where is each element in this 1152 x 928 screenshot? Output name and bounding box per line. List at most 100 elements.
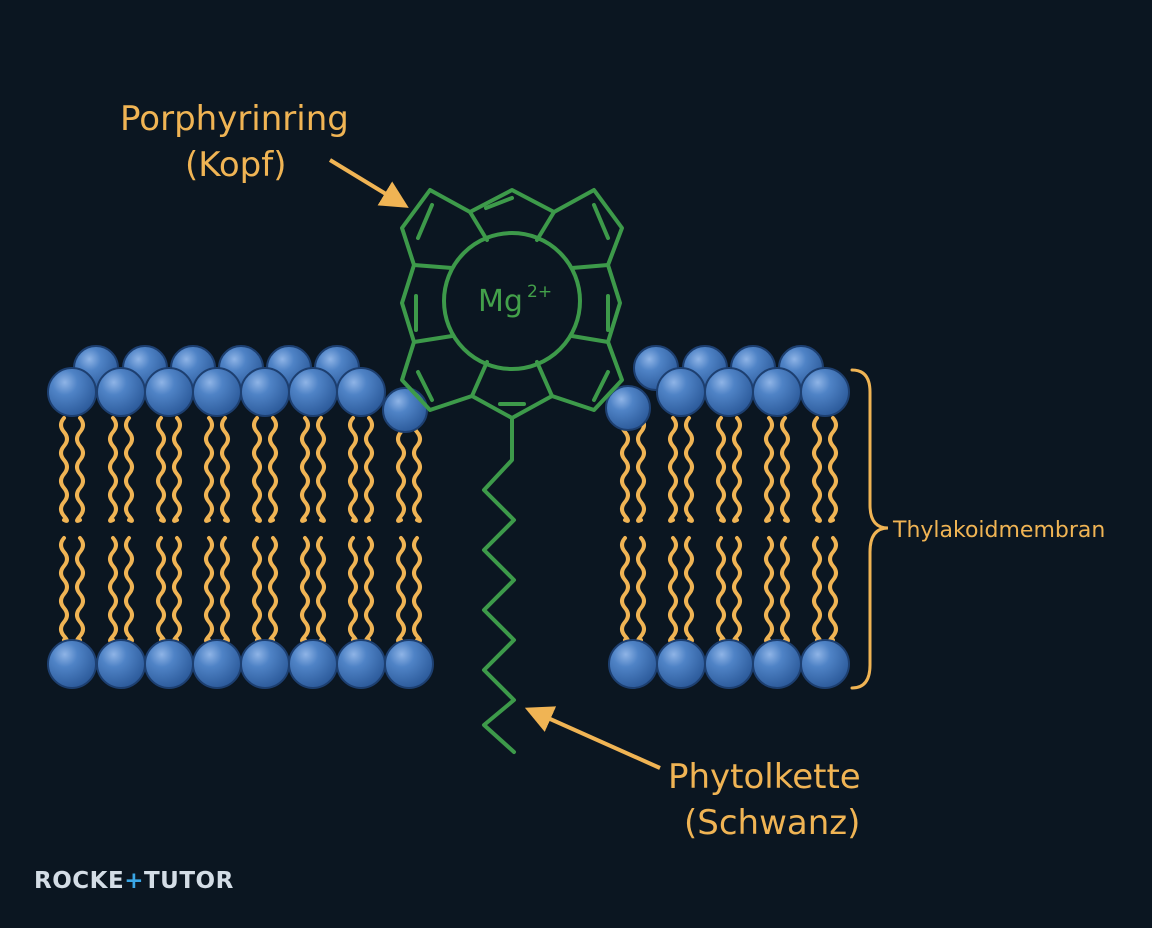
ring-connector	[570, 334, 610, 344]
lipid-head	[336, 639, 386, 689]
tail-arrow	[524, 706, 661, 770]
lipid-tail	[204, 416, 214, 523]
logo-part2: +	[124, 868, 144, 894]
lipid-tail	[172, 416, 182, 523]
lipid-tail	[156, 416, 166, 523]
lipid-tail	[348, 536, 358, 643]
lipid-tail	[668, 416, 678, 523]
head-arrow	[328, 158, 409, 208]
lipid-tail	[204, 536, 214, 643]
lipid-tail	[732, 416, 742, 523]
tail-label-line1: Phytolkette	[668, 757, 861, 797]
lipid-tail	[732, 536, 742, 643]
mg-label: Mg	[478, 284, 523, 319]
lipid-head	[800, 367, 850, 417]
lipid-tail	[716, 416, 726, 523]
lipid-head	[144, 367, 194, 417]
ring-connector	[535, 360, 554, 398]
lipid-tail	[668, 536, 678, 643]
lipid-tail	[620, 416, 630, 523]
tail-label-line2: (Schwanz)	[684, 803, 860, 843]
lipid-tail	[108, 536, 118, 643]
lipid-head	[608, 639, 658, 689]
lipid-tail	[300, 536, 310, 643]
lipid-tail	[124, 416, 134, 523]
double-bond	[484, 196, 514, 210]
ring-connector	[412, 334, 454, 344]
lipid-head	[96, 367, 146, 417]
lipid-head	[752, 367, 802, 417]
brand-logo: ROCKE+TUTOR	[34, 868, 234, 894]
lipid-head	[384, 639, 434, 689]
lipid-head	[96, 639, 146, 689]
lipid-head	[288, 367, 338, 417]
lipid-tail	[59, 416, 69, 523]
membrane-label: Thylakoidmembran	[892, 518, 1105, 543]
lipid-heads	[47, 345, 850, 689]
lipid-tail	[316, 536, 326, 643]
lipid-tail	[220, 536, 230, 643]
lipid-head	[144, 639, 194, 689]
head-label-line1: Porphyrinring	[120, 99, 349, 139]
lipid-head	[192, 639, 242, 689]
lipid-tails	[59, 416, 838, 643]
lipid-tail	[59, 536, 69, 643]
lipid-tail	[636, 536, 646, 643]
logo-part3: TUTOR	[143, 868, 234, 894]
lipid-tail	[252, 416, 262, 523]
lipid-tail	[828, 536, 838, 643]
lipid-tail	[300, 416, 310, 523]
lipid-head	[240, 639, 290, 689]
lipid-tail	[364, 416, 374, 523]
double-bond	[592, 203, 610, 240]
lipid-tail	[812, 416, 822, 523]
lipid-tail	[172, 536, 182, 643]
lipid-tail	[780, 536, 790, 643]
lipid-head	[704, 639, 754, 689]
lipid-tail	[764, 536, 774, 643]
lipid-head	[192, 367, 242, 417]
lipid-tail	[764, 416, 774, 523]
lipid-tail	[828, 416, 838, 523]
lipid-tail	[684, 416, 694, 523]
lipid-tail	[316, 416, 326, 523]
lipid-tail	[684, 536, 694, 643]
lipid-head	[752, 639, 802, 689]
lipid-head	[800, 639, 850, 689]
lipid-head	[288, 639, 338, 689]
lipid-tail	[396, 536, 406, 643]
mg-charge-label: 2+	[527, 282, 552, 302]
double-bond	[416, 370, 434, 402]
phytol-chain	[482, 416, 516, 754]
ring-connector	[412, 263, 454, 270]
mg-center-ring	[442, 231, 582, 371]
lipid-head	[47, 367, 97, 417]
lipid-head	[336, 367, 386, 417]
lipid-head	[704, 367, 754, 417]
lipid-head	[240, 367, 290, 417]
lipid-tail	[252, 536, 262, 643]
lipid-tail	[364, 536, 374, 643]
ring-connector	[570, 263, 610, 270]
lipid-head	[656, 639, 706, 689]
lipid-head	[656, 367, 706, 417]
head-label-line2: (Kopf)	[185, 145, 287, 185]
lipid-tail	[268, 416, 278, 523]
lipid-tail	[75, 536, 85, 643]
lipid-head	[382, 387, 428, 433]
lipid-tail	[268, 536, 278, 643]
double-bond	[592, 370, 610, 402]
double-bond	[416, 203, 434, 240]
lipid-tail	[812, 536, 822, 643]
lipid-tail	[636, 416, 646, 523]
membrane-brace	[850, 368, 889, 690]
ring-connector	[535, 210, 556, 242]
ring-connector	[468, 210, 489, 242]
lipid-tail	[156, 536, 166, 643]
lipid-tail	[780, 416, 790, 523]
lipid-tail	[412, 416, 422, 523]
chlorophyll-molecule	[400, 188, 624, 754]
lipid-tail	[620, 536, 630, 643]
lipid-tail	[108, 416, 118, 523]
